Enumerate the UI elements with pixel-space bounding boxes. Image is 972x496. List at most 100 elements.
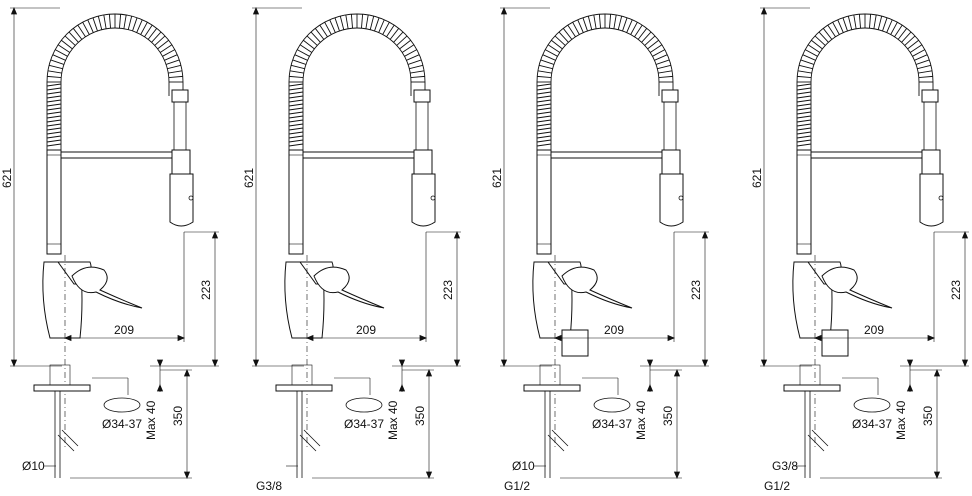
spring-coil [796,13,934,150]
coil-ring [350,14,353,29]
spout-label: 223 [689,280,703,300]
coil-ring [551,39,563,50]
coil-ring [365,14,369,29]
coil-ring [796,119,812,123]
arrowhead [183,471,191,480]
coil-ring [306,35,318,46]
coil-ring [807,44,821,53]
coil-ring [796,87,812,91]
coil-ring [540,59,555,65]
deck-label: Max 40 [144,400,158,440]
side-connector [561,329,589,357]
coil-ring [796,127,812,131]
arrowhead [398,359,406,368]
spring-outer [46,13,184,150]
coil-ring [796,115,812,119]
arrowhead [211,230,219,239]
coil-ring [288,123,304,127]
coil-ring [617,15,623,30]
coil-ring [796,103,812,107]
coil-ring [567,24,576,38]
spring-coil [288,13,426,150]
coil-ring [536,87,552,91]
coil-ring [288,143,304,147]
coil-ring [637,28,648,40]
coil-ring [796,91,812,95]
coil-ring [288,83,304,87]
coil-ring [869,14,872,29]
coil-ring [396,35,408,46]
coil-ring [410,70,425,74]
coil-ring [288,127,304,131]
spring-coil [536,13,674,150]
coil-ring [536,131,552,135]
arrowhead [252,359,260,368]
coil-ring [904,35,916,46]
arrowhead [933,471,941,480]
coil-ring [46,131,62,135]
hose-collar [171,89,189,103]
side-connector [821,329,849,357]
spray-head-top [661,149,681,175]
coil-ring [538,64,553,70]
coil-ring [123,14,127,29]
spray-head [659,173,684,227]
coil-ring [406,54,420,61]
arrowhead [453,359,461,368]
coil-ring [46,99,62,103]
mount-shank [539,364,561,386]
arrowhead [667,334,676,342]
break-mark [551,429,569,447]
coil-ring [61,39,73,50]
arrowhead [906,359,914,368]
coil-ring [544,49,558,57]
coil-ring [536,143,552,147]
coil-ring [136,19,143,33]
deck-hole [103,397,141,413]
coil-ring [655,59,670,65]
coil-ring [168,75,183,78]
coil-ring [127,15,133,30]
coil-ring [314,28,325,40]
coil-ring [52,54,66,61]
coil-ring [401,44,415,53]
coil-ring [897,28,908,40]
arrowhead [701,359,709,368]
coil-ring [310,31,321,43]
coil-ring [572,21,580,35]
coil-ring [319,24,328,38]
coil-ring [654,54,668,61]
height-label: 621 [750,168,764,188]
coil-ring [290,64,305,70]
spring-outer [796,13,934,150]
hole-label: Ø34-37 [592,417,632,431]
coil-ring [294,54,308,61]
coil-ring [164,54,178,61]
arrowhead [961,359,969,368]
hose-label: Ø10 [22,459,45,473]
coil-ring [288,103,304,107]
arrowhead [156,383,164,392]
coil-ring [847,15,853,30]
coil-ring [894,24,903,38]
coil-ring [103,14,107,29]
coil-ring [914,54,928,61]
coil-ring [386,24,395,38]
coil-ring [901,31,912,43]
conn-label: G1/2 [764,479,790,493]
coil-ring [536,119,552,123]
coil-ring [537,70,552,74]
break-mark [547,434,565,452]
coil-ring [873,14,877,29]
spring-outer [536,13,674,150]
coil-ring [837,19,844,33]
arrowhead [211,359,219,368]
coil-ring [57,44,71,53]
support-arm [810,151,925,159]
coil-ring [536,115,552,119]
break-mark [57,434,75,452]
break-mark [61,429,79,447]
coil-ring [299,44,313,53]
arrowhead [500,6,508,15]
